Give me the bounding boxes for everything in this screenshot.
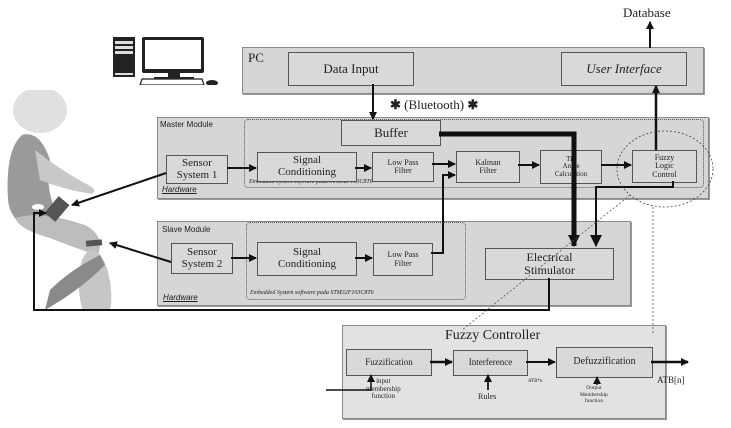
defuzzification-box: Defuzzification: [556, 347, 653, 378]
pc-label: PC: [248, 50, 264, 65]
database-label: Database: [623, 5, 671, 20]
data-input-box: Data Input: [288, 52, 414, 86]
slave-embedded-label: Embedded System software pada STM32F103C…: [250, 290, 374, 296]
stimulator-to-body-line: [33, 209, 550, 311]
input-membership-function-label: input membership function: [366, 377, 401, 401]
user-interface-box: User Interface: [561, 52, 687, 86]
bluetooth-icon: ✱: [390, 97, 401, 112]
output-membership-function-label: Output Membership function: [580, 385, 608, 405]
atb-output-label: ATB[n]: [657, 375, 685, 385]
buffer-to-stimulator-arrow: [439, 131, 580, 247]
atb-n-label: ATB*n: [528, 379, 543, 384]
master-embedded-region: [244, 119, 704, 188]
fuzzy-controller-title: Fuzzy Controller: [445, 328, 541, 343]
slave-hardware-label: Hardware: [163, 293, 198, 302]
bluetooth-icon: ✱: [467, 97, 479, 112]
person-seated-icon: [7, 90, 112, 310]
sensor2-to-body-arrow: [109, 241, 172, 263]
buffer-box: Buffer: [341, 120, 441, 146]
computer-icon: [113, 37, 218, 85]
master-module-label: Master Module: [160, 120, 213, 129]
interference-box: Interference: [453, 350, 528, 376]
slave-module-label: Slave Module: [162, 225, 211, 234]
input-to-fuzzification-arrow: [326, 374, 375, 391]
fuzzy-to-stimulator-arrow: [590, 181, 674, 247]
fuzzy-highlight-ellipse: [616, 130, 714, 208]
slave-lpf-to-kalman-arrow: [431, 171, 456, 254]
rules-label: Rules: [478, 392, 497, 401]
master-hardware-label: Hardware: [162, 185, 197, 194]
master-embedded-label: Embedded System software pada STM32F103C…: [249, 179, 373, 185]
fuzzification-box: Fuzzification: [346, 349, 432, 376]
slave-embedded-region: [246, 222, 466, 300]
sensor1-to-body-arrow: [71, 172, 167, 207]
bluetooth-label-row: ✱ (Bluetooth) ✱: [390, 97, 479, 112]
